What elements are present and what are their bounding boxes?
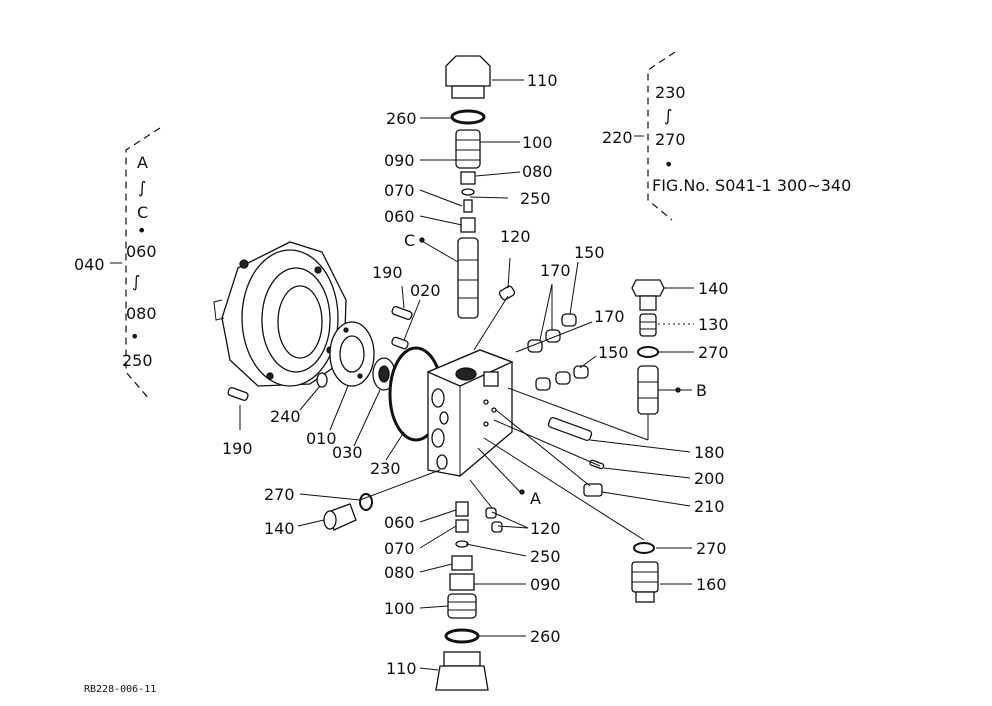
pin-190-upper-part <box>391 306 413 320</box>
callout-170-top: 170 <box>540 261 571 280</box>
callout-labels: 110 260 100 090 080 070 250 060 C 120 19… <box>222 71 729 678</box>
callout-110-bottom: 110 <box>386 659 417 678</box>
motor-housing-part <box>213 241 347 387</box>
callout-250-bottom: 250 <box>530 547 561 566</box>
group-220-line-1: ∫ <box>664 106 672 125</box>
callout-030: 030 <box>332 443 363 462</box>
callout-190-top: 190 <box>372 263 403 282</box>
group-220-line-3: • <box>664 155 673 174</box>
callout-140-left: 140 <box>264 519 295 538</box>
callout-230: 230 <box>370 459 401 478</box>
group-040-line-2: C <box>137 203 148 222</box>
callout-070-bottom: 070 <box>384 539 415 558</box>
callout-120-top: 120 <box>500 227 531 246</box>
callout-180: 180 <box>694 443 725 462</box>
callout-100-bottom: 100 <box>384 599 415 618</box>
pin-020-part <box>391 336 409 350</box>
group-220-label: 220 <box>602 128 633 147</box>
callout-260-top: 260 <box>386 109 417 128</box>
group-040-line-7: • <box>130 327 139 346</box>
callout-270-upper-right: 270 <box>698 343 729 362</box>
callout-120-bottom: 120 <box>530 519 561 538</box>
callout-250-top: 250 <box>520 189 551 208</box>
fitting-120-lower-b-part <box>491 521 503 533</box>
fitting-160-part <box>631 561 659 603</box>
callout-a: A <box>530 489 541 508</box>
o-ring-270-left-part <box>359 493 373 511</box>
group-040-line-5: ∫ <box>132 272 140 291</box>
callout-010: 010 <box>306 429 337 448</box>
callout-170-mid: 170 <box>594 307 625 326</box>
leader-dots <box>419 237 681 495</box>
callout-080-top: 080 <box>522 162 553 181</box>
group-040-bracket: 040 A ∫ C • 060 ∫ 080 • 250 <box>74 127 161 401</box>
group-040-line-8: 250 <box>122 351 153 370</box>
plugs-170-150-part <box>527 313 589 391</box>
callout-140-right: 140 <box>698 279 729 298</box>
leader-lines <box>239 79 694 671</box>
callout-260-bottom: 260 <box>530 627 561 646</box>
valve-block-part <box>426 349 514 477</box>
callout-090-bottom: 090 <box>530 575 561 594</box>
callout-080-bottom: 080 <box>384 563 415 582</box>
group-220-bracket: 220 230 ∫ 270 • FIG.No. S041-1 300∼340 <box>602 51 851 221</box>
callout-210: 210 <box>694 497 725 516</box>
callout-060-bottom: 060 <box>384 513 415 532</box>
callout-100-top: 100 <box>522 133 553 152</box>
callout-200: 200 <box>694 469 725 488</box>
callout-020: 020 <box>410 281 441 300</box>
plug-210-part <box>583 483 603 497</box>
fitting-120-upper-part <box>498 285 516 301</box>
callout-160: 160 <box>696 575 727 594</box>
callout-070-top: 070 <box>384 181 415 200</box>
group-040-line-4: 060 <box>126 242 157 261</box>
callout-150-top: 150 <box>574 243 605 262</box>
group-220-line-2: 270 <box>655 130 686 149</box>
bottom-spool-stack-part <box>435 501 489 691</box>
group-220-line-0: 230 <box>655 83 686 102</box>
group-040-line-0: A <box>137 153 148 172</box>
fitting-120-lower-a-part <box>485 507 497 519</box>
callout-270-lower-right: 270 <box>696 539 727 558</box>
group-040-line-3: • <box>137 221 146 240</box>
flange-plate-part <box>329 321 375 387</box>
group-040-label: 040 <box>74 255 105 274</box>
plug-140-left-part <box>323 503 357 531</box>
callout-060-top: 060 <box>384 207 415 226</box>
callout-150-mid: 150 <box>598 343 629 362</box>
bolt-180-part <box>547 416 593 442</box>
callout-090-top: 090 <box>384 151 415 170</box>
group-040-line-6: 080 <box>126 304 157 323</box>
callout-190-bottom: 190 <box>222 439 253 458</box>
pin-190-lower-part <box>227 387 249 401</box>
callout-130: 130 <box>698 315 729 334</box>
callout-b: B <box>696 381 707 400</box>
callout-240: 240 <box>270 407 301 426</box>
right-spool-stack-part <box>631 279 665 415</box>
drawing-code: RB228-006-11 <box>84 684 156 695</box>
callout-110-top: 110 <box>527 71 558 90</box>
top-spool-stack-part <box>445 55 491 319</box>
group-040-line-1: ∫ <box>138 178 146 197</box>
o-ring-240-part <box>316 372 328 388</box>
group-220-line-4: FIG.No. S041-1 300∼340 <box>652 176 851 195</box>
callout-270-left: 270 <box>264 485 295 504</box>
callout-c: C <box>404 231 415 250</box>
o-ring-270-right-part <box>633 542 655 554</box>
